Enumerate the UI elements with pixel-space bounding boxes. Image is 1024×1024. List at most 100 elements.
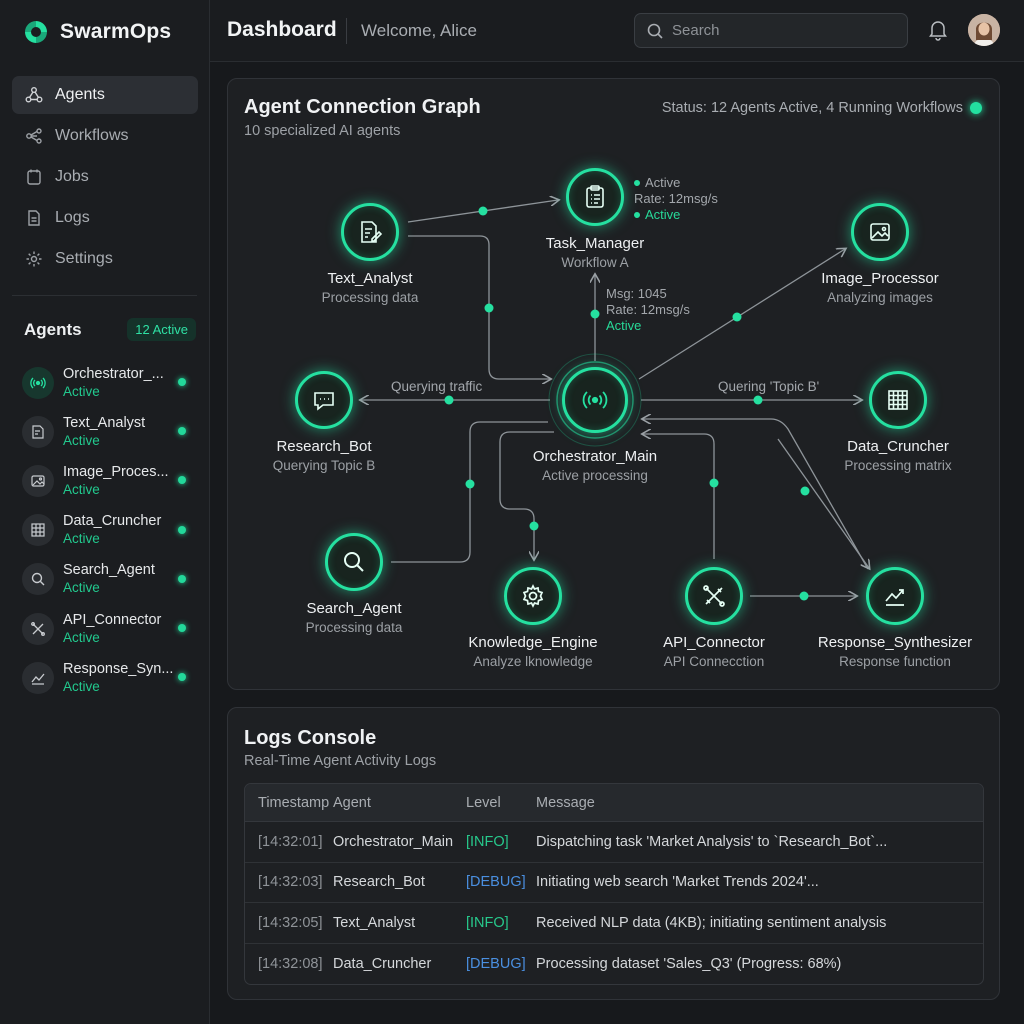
search-icon [647,23,663,39]
grid-icon [31,523,45,537]
agent-name: API_Connector [63,611,162,628]
cell-level: [DEBUG] [466,955,526,972]
agent-avatar [22,415,54,448]
node-task-manager[interactable] [566,168,624,226]
chat-bubble-icon [314,392,334,411]
task-info-1: Active [645,175,681,190]
table-row[interactable]: [14:32:05] Text_Analyst [INFO] Received … [245,903,983,944]
node-sub: Processing matrix [844,458,952,473]
logs-subtitle: Real-Time Agent Activity Logs [244,753,437,769]
orch-info-2: Rate: 12msg/s [606,302,690,317]
nav-item-agents[interactable]: Agents [12,76,198,114]
logs-console-panel: Logs Console Real-Time Agent Activity Lo… [227,707,1000,1000]
brand[interactable]: SwarmOps [22,16,171,48]
status-dot [178,623,186,632]
nav-item-workflows[interactable]: Workflows [12,117,198,155]
user-avatar[interactable] [968,14,1000,46]
swarm-logo-icon [25,21,47,43]
cell-level: [INFO] [466,833,509,850]
node-label: Data_Cruncher [847,438,949,455]
edge-search-to-orch [391,421,548,563]
grid-icon [888,390,908,410]
status-dot [178,476,186,485]
table-row[interactable]: [14:32:08] Data_Cruncher [DEBUG] Process… [245,944,983,985]
clipboard-icon [586,185,604,208]
connector-icon [703,585,725,607]
agent-status: Active [63,629,100,645]
notification-bell-icon[interactable] [928,19,948,41]
node-api-connector[interactable] [685,567,743,625]
node-sub: Processing data [321,290,419,305]
nav-item-settings[interactable]: Settings [12,240,198,278]
document-edit-icon [361,221,383,243]
status-dot [178,525,186,534]
col-timestamp[interactable]: Timestamp [258,794,330,811]
status-dot [178,427,186,436]
node-research-bot[interactable] [295,371,353,429]
node-orchestrator-main[interactable] [562,367,628,433]
agent-status: Active [63,481,100,497]
agent-list-item[interactable]: Response_Syn...Active [22,653,198,702]
agent-status: Active [63,580,100,596]
jobs-icon [27,169,41,185]
table-header: Timestamp Agent Level Message [245,784,983,822]
agent-avatar [22,661,54,694]
search-box[interactable] [634,13,908,48]
node-label: Text_Analyst [327,270,413,287]
node-response-synthesizer[interactable] [866,567,924,625]
agent-name: Data_Cruncher [63,513,162,530]
col-agent[interactable]: Agent [333,794,371,811]
agent-list-item[interactable]: Image_Proces...Active [22,456,198,505]
broadcast-icon [582,391,608,409]
graph-status-dot [970,102,982,114]
nav-item-jobs[interactable]: Jobs [12,158,198,196]
edge-synth-to-orch [643,419,869,570]
agent-graph-panel: Agent Connection Graph 10 specialized AI… [227,78,1000,690]
agent-avatar [22,366,54,399]
nav-item-logs[interactable]: Logs [12,199,198,237]
logs-icon [28,210,40,226]
col-level[interactable]: Level [466,794,501,811]
cell-message: Initiating web search 'Market Trends 202… [536,874,819,891]
agent-name: Text_Analyst [63,414,146,431]
cell-agent: Orchestrator_Main [333,833,454,850]
workflows-icon [26,128,42,144]
node-image-processor[interactable] [851,203,909,261]
search-input[interactable] [672,22,892,39]
gear-icon [26,251,42,267]
node-knowledge-engine[interactable] [504,567,562,625]
task-info-3: Active [645,207,681,222]
cell-message: Processing dataset 'Sales_Q3' (Progress:… [536,955,842,972]
node-search-agent[interactable] [325,533,383,591]
edge-api-to-orch [643,434,715,559]
node-label: Image_Processor [821,270,939,287]
chart-icon [31,673,45,685]
col-message[interactable]: Message [536,794,595,811]
agent-list-item[interactable]: Orchestrator_...Active [22,358,198,407]
graph-subtitle: 10 specialized AI agents [244,123,401,139]
top-header: Dashboard Welcome, Alice [210,0,1024,62]
status-dot [178,574,186,583]
welcome-text: Welcome, Alice [361,21,477,40]
node-text-analyst[interactable] [341,203,399,261]
node-data-cruncher[interactable] [869,371,927,429]
nav-label: Jobs [55,168,89,185]
agent-avatar [22,464,54,497]
agents-section-header: Agents 12 Active [24,318,196,341]
table-row[interactable]: [14:32:03] Research_Bot [DEBUG] Initiati… [245,863,983,903]
cell-agent: Text_Analyst [333,914,416,931]
edge-cruncher-to-synth [777,438,869,568]
main-nav: Agents Workflows Jobs Logs Settings [12,76,198,281]
sidebar: SwarmOps Agents Workflows Jobs Logs Sett… [0,0,210,1024]
agent-avatar [22,563,54,596]
nav-label: Logs [55,209,90,226]
agents-icon [25,87,43,103]
table-row[interactable]: [14:32:01] Orchestrator_Main [INFO] Disp… [245,822,983,863]
node-label: Knowledge_Engine [468,634,598,651]
document-edit-icon [32,425,44,439]
